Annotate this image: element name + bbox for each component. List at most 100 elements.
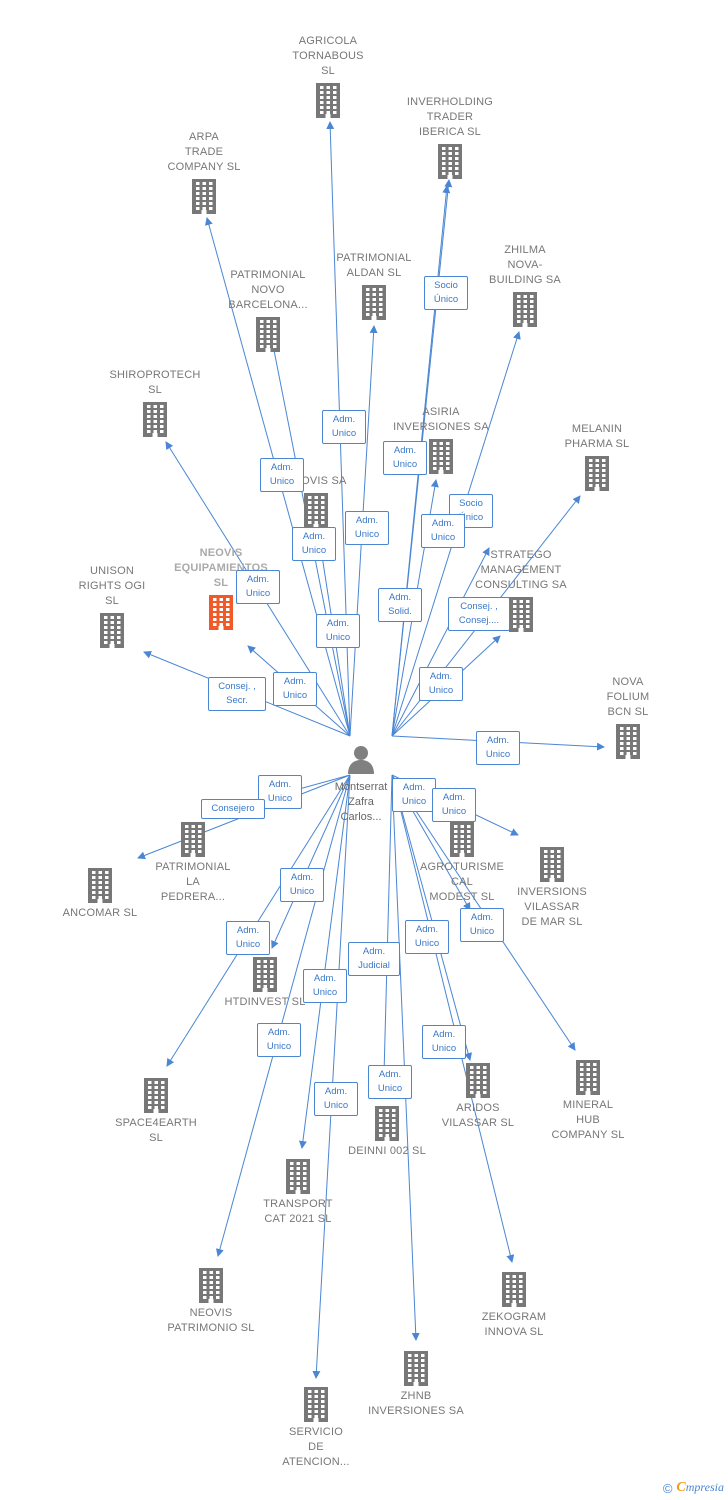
company-name-line: ALDAN SL <box>346 267 402 279</box>
company-name-line: TRADE <box>184 146 224 158</box>
edge-label-e-pedrera[interactable]: Adm.Unico <box>258 775 302 809</box>
edge-label-e-neovis-sa[interactable]: Adm.Unico <box>345 511 389 545</box>
edge-label-line: Socio <box>459 498 483 509</box>
edge-label-line: Unico <box>235 939 261 950</box>
edge-label-line: Unico <box>431 1043 457 1054</box>
edge-label-e-transport[interactable]: Adm.Unico <box>303 969 347 1003</box>
company-name-line: CONSULTING SA <box>475 579 567 591</box>
company-name-line: NEOVIS <box>189 1307 233 1319</box>
edge-label-e-neovis-patr[interactable]: Adm.Unico <box>257 1023 301 1057</box>
person-icon[interactable] <box>346 744 376 774</box>
company-name: DEINNI 002 SL <box>348 1144 426 1159</box>
edge-label-e-aldan[interactable]: Adm.Unico <box>322 410 366 444</box>
edge-label-e-agroturisme[interactable]: Adm.Unico <box>392 778 436 812</box>
company-name-line: BARCELONA... <box>228 299 308 311</box>
edge-label-e-nova[interactable]: Adm.Unico <box>476 731 520 765</box>
company-name-line: SERVICIO <box>289 1426 343 1438</box>
edge-label-line: Adm. <box>246 574 270 585</box>
edge-label-e-inversions[interactable]: Adm.Unico <box>432 788 476 822</box>
company-name-line: TRADER <box>426 111 474 123</box>
company-node-patrimonial-aldan[interactable]: PATRIMONIAL ALDAN SL <box>309 251 439 323</box>
company-name-line: MINERAL <box>562 1099 614 1111</box>
company-name-line: SL <box>148 384 162 396</box>
edge-label-e-zhilma[interactable]: Adm.Unico <box>421 514 465 548</box>
company-name-line: BCN SL <box>607 706 649 718</box>
building-icon <box>316 83 340 118</box>
edge-label-line: Adm. <box>302 531 326 542</box>
edge-label-e-ancomar[interactable]: Consejero <box>201 799 265 819</box>
company-name-line: STRATEGO <box>490 549 552 561</box>
relationship-edge <box>391 774 473 1061</box>
edge-label-e-servicio[interactable]: Adm.Unico <box>314 1082 358 1116</box>
building-icon <box>88 868 112 903</box>
edge-label-e-deinni-jud[interactable]: Adm.Judicial <box>348 942 400 976</box>
edge-label-e-unison[interactable]: Consej. ,Secr. <box>208 677 266 711</box>
building-icon <box>450 822 474 857</box>
edge-label-e-asiria[interactable]: Adm.Unico <box>383 441 427 475</box>
edge-label-line: Adm. <box>442 792 466 803</box>
edge-label-e-aridos2[interactable]: Adm.Unico <box>422 1025 466 1059</box>
edge-label-line: Consej. , <box>460 601 498 612</box>
edge-label-e-patr-novo2[interactable]: Adm.Unico <box>273 672 317 706</box>
company-node-htdinvest[interactable]: HTDINVEST SL <box>200 953 330 1010</box>
edge-label-line: Único <box>433 294 459 305</box>
edge-label-e-arpa[interactable]: Adm. Unico <box>292 527 336 561</box>
edge-label-line: Adm. <box>388 592 412 603</box>
edge-label-line: Unico <box>282 690 308 701</box>
building-icon <box>209 595 233 630</box>
edge-label-e-novo[interactable]: Adm.Unico <box>260 458 304 492</box>
edge-label-e-equip[interactable]: Adm.Unico <box>236 570 280 604</box>
edge-label-e-mineral[interactable]: Adm.Unico <box>460 908 504 942</box>
person-name-line: Montserrat <box>334 781 388 793</box>
edge-label-e-space[interactable]: Adm.Unico <box>226 921 270 955</box>
edge-label-e-inver-solid[interactable]: Adm.Solid. <box>378 588 422 622</box>
edge-label-e-zhnb[interactable]: Adm.Unico <box>368 1065 412 1099</box>
company-node-ancomar[interactable]: ANCOMAR SL <box>35 864 165 921</box>
edge-label-line: Consej.... <box>458 615 500 626</box>
edge-label-e-htdinvest[interactable]: Adm.Unico <box>280 868 324 902</box>
edge-label-e-aridos[interactable]: Adm.Unico <box>405 920 449 954</box>
company-node-deinni[interactable]: DEINNI 002 SL <box>322 1102 452 1159</box>
company-name-line: PATRIMONIAL <box>336 252 412 264</box>
company-name-line: COMPANY SL <box>167 161 241 173</box>
edge-label-e-shiro[interactable]: Adm.Unico <box>316 614 360 648</box>
building-icon <box>513 292 537 327</box>
company-name-line: VILASSAR <box>524 901 580 913</box>
company-name-line: ARIDOS <box>456 1102 500 1114</box>
edge-label-e-melanin[interactable]: Adm.Unico <box>419 667 463 701</box>
company-name-line: DEINNI 002 SL <box>348 1145 426 1157</box>
edge-label-e-stratego-consej[interactable]: Consej. , Consej.... <box>448 597 510 631</box>
building-icon <box>438 144 462 179</box>
company-name-line: INVERHOLDING <box>406 96 494 108</box>
company-name-line: AGRICOLA <box>298 35 358 47</box>
edge-label-line: Unico <box>301 545 327 556</box>
company-name-line: INVERSIONES SA <box>368 1405 464 1417</box>
